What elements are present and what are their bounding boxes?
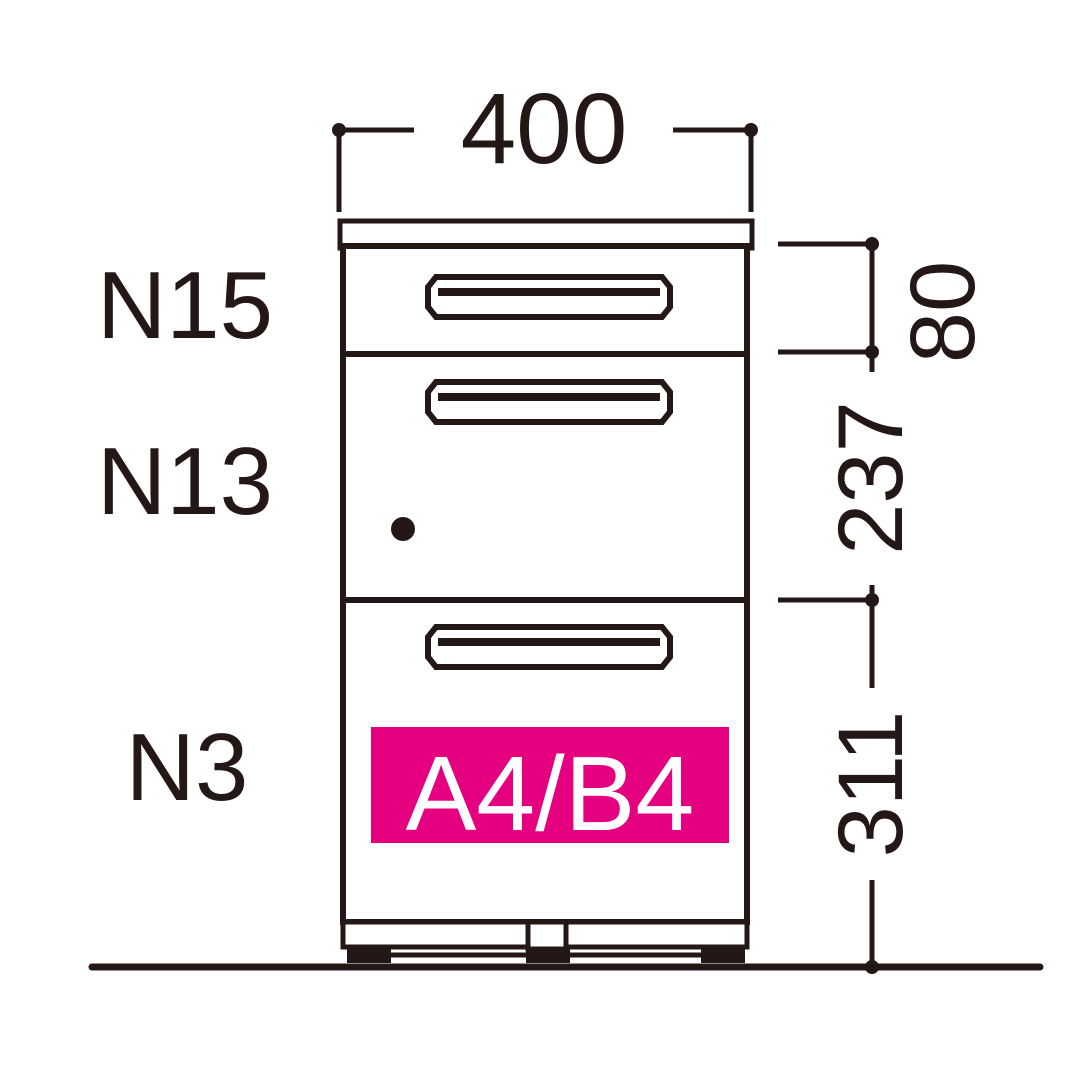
- paper-size-label: A4/B4: [406, 735, 695, 853]
- caster-right: [701, 947, 745, 963]
- height-label-80: 80: [892, 261, 994, 363]
- width-dimension: 400: [332, 73, 758, 212]
- lock-icon: [391, 517, 415, 541]
- drawer-label-n13: N13: [97, 428, 273, 535]
- drawer-label-n3: N3: [126, 714, 249, 821]
- width-label: 400: [461, 73, 628, 185]
- drawer-handle-middle: [425, 379, 673, 425]
- drawer-label-n15: N15: [97, 252, 273, 359]
- caster-center: [526, 947, 570, 963]
- height-label-237: 237: [820, 401, 922, 555]
- drawer-handle-bottom: [425, 624, 673, 670]
- height-label-311: 311: [820, 711, 922, 858]
- caster-left: [347, 947, 391, 963]
- paper-size-badge: A4/B4: [371, 727, 729, 853]
- drawer-handle-top: [425, 274, 673, 320]
- height-dimensions: 80 237 311: [778, 237, 994, 974]
